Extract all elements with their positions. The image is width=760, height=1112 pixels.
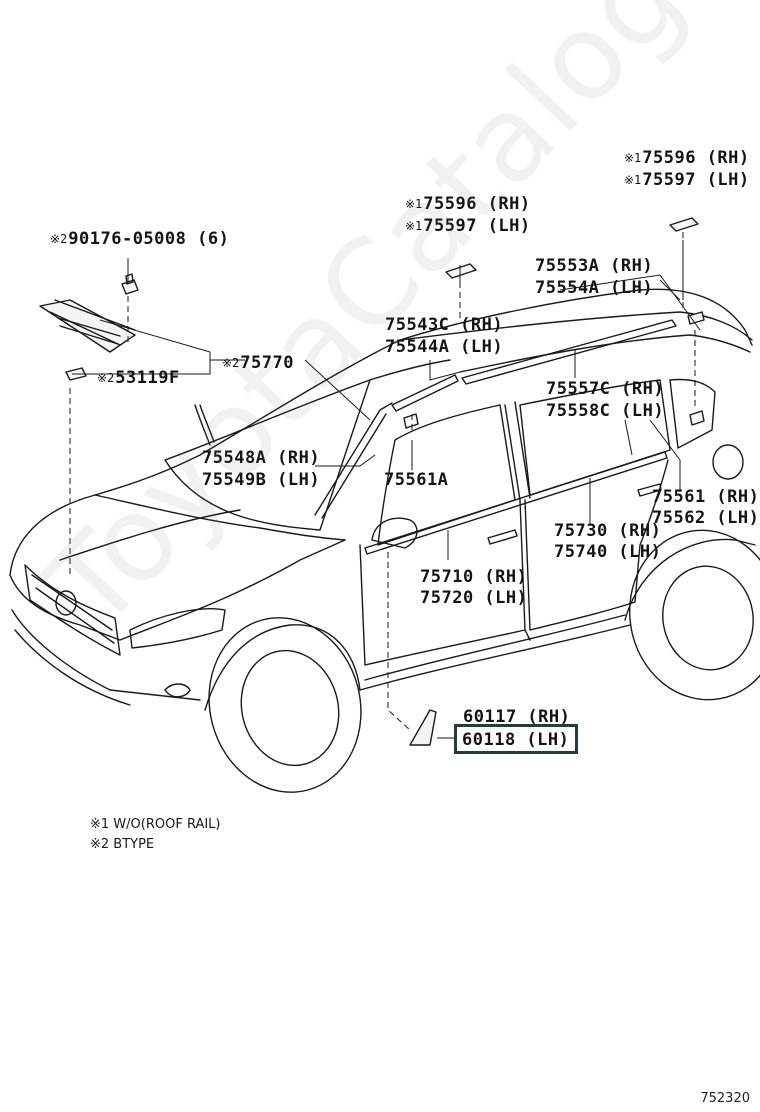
roof-line bbox=[399, 311, 753, 341]
roof-cover-rear bbox=[669, 217, 699, 232]
callout-rear-door-lh: 75740 (LH) bbox=[554, 542, 662, 562]
diagram-id: 752320 bbox=[700, 1091, 750, 1106]
footnote-1: ※1 W/O(ROOF RAIL) bbox=[90, 817, 221, 832]
clip-roof-part bbox=[687, 311, 705, 325]
callout-clip-lh: 75562 (LH) bbox=[652, 508, 760, 528]
callout-mudguard-rh: 60117 (RH) bbox=[463, 707, 571, 727]
bolt-part bbox=[121, 279, 139, 295]
fuel-lid bbox=[712, 444, 744, 480]
callout-front-door-rh: 75710 (RH) bbox=[420, 567, 528, 587]
callout-roof-front-lh: ※175597 (LH) bbox=[405, 216, 531, 236]
side-mirror bbox=[371, 517, 418, 549]
callout-belt-rear-lh: 75558C (LH) bbox=[546, 401, 665, 421]
callout-windshield-lh: 75549B (LH) bbox=[202, 470, 321, 490]
front-fender bbox=[204, 624, 361, 711]
front-door-handle bbox=[487, 529, 518, 545]
hood-line bbox=[94, 494, 346, 541]
clip-75561-part bbox=[689, 410, 705, 426]
callout-roof-a-lh: 75554A (LH) bbox=[535, 278, 654, 298]
callout-clip-53119f: ※253119F bbox=[97, 368, 180, 388]
hood-edge bbox=[9, 539, 346, 641]
callout-front-door-lh: 75720 (LH) bbox=[420, 588, 528, 608]
callout-bolt: ※290176-05008 (6) bbox=[50, 229, 230, 249]
fog-lamp bbox=[164, 683, 191, 698]
hood-crease bbox=[59, 509, 241, 561]
callout-windshield-rh: 75548A (RH) bbox=[202, 448, 321, 468]
callout-mudguard-lh: 60118 (LH) bbox=[462, 730, 570, 750]
callout-clip-rh: 75561 (RH) bbox=[652, 487, 760, 507]
callout-belt-rear-rh: 75557C (RH) bbox=[546, 379, 665, 399]
a-pillar-molding bbox=[391, 374, 459, 412]
windshield bbox=[164, 379, 371, 531]
highlighted-part-box[interactable]: 60118 (LH) bbox=[454, 724, 578, 754]
callout-roof-c-rh: 75543C (RH) bbox=[385, 315, 504, 335]
rear-fender bbox=[624, 538, 756, 621]
rear-window bbox=[519, 379, 671, 496]
rear-door-handle bbox=[637, 483, 662, 497]
callout-clip-75561a: 75561A bbox=[384, 470, 449, 490]
callout-emblem: ※275770 bbox=[222, 353, 294, 373]
quarter-window bbox=[669, 378, 716, 449]
front-emblem bbox=[55, 590, 77, 616]
clip-75561a-part bbox=[403, 413, 419, 429]
roof-molding bbox=[461, 319, 677, 385]
grille bbox=[24, 564, 121, 656]
front-door bbox=[359, 499, 526, 666]
callout-roof-rear-lh: ※175597 (LH) bbox=[624, 170, 750, 190]
footnote-2: ※2 BTYPE bbox=[90, 837, 155, 852]
front-wheel bbox=[208, 617, 362, 793]
belt-molding bbox=[364, 451, 668, 555]
callout-roof-c-lh: 75544A (LH) bbox=[385, 337, 504, 357]
callout-roof-a-rh: 75553A (RH) bbox=[535, 256, 654, 276]
rear-wheel bbox=[628, 529, 760, 701]
mudguard-part bbox=[409, 709, 437, 746]
callout-roof-front-rh: ※175596 (RH) bbox=[405, 194, 531, 214]
callout-roof-rear-rh: ※175596 (RH) bbox=[624, 148, 750, 168]
a-pillar bbox=[369, 359, 451, 381]
headlamp bbox=[129, 608, 226, 649]
roof-cover-front bbox=[445, 263, 477, 279]
callout-rear-door-rh: 75730 (RH) bbox=[554, 521, 662, 541]
